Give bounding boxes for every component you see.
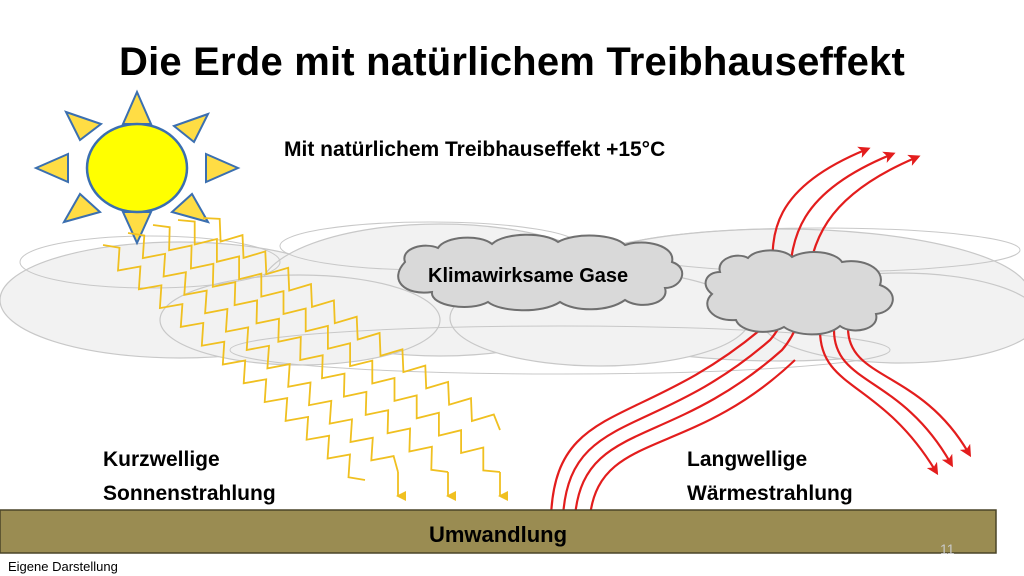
longwave-label-line: Langwellige <box>687 448 808 471</box>
longwave-ray-reflected <box>818 329 939 476</box>
sun-icon <box>33 89 241 246</box>
sun-ray <box>121 89 153 125</box>
longwave-label-line: Wärmestrahlung <box>687 482 853 505</box>
longwave-radiation <box>549 146 972 517</box>
slide-number: 11 <box>940 541 955 557</box>
sun-disc <box>85 122 189 214</box>
sun-ray <box>61 192 103 224</box>
longwave-ray <box>573 154 921 517</box>
greenhouse-gas-cloud-right <box>704 249 894 336</box>
sun-ray <box>33 152 69 184</box>
longwave-ray <box>588 359 796 517</box>
shortwave-ray <box>177 219 501 473</box>
greenhouse-gas-cloud-left <box>397 233 684 312</box>
sun-ray <box>169 192 211 224</box>
greenhouse-gas-label: Klimawirksame Gase <box>428 265 629 287</box>
sun-ray <box>64 110 104 142</box>
shortwave-ray <box>102 244 366 481</box>
source-note: Eigene Darstellung <box>8 559 118 574</box>
longwave-ray <box>561 151 896 517</box>
shortwave-ray <box>152 224 449 473</box>
shortwave-ray <box>127 232 399 473</box>
shortwave-radiation <box>102 217 508 501</box>
subtitle-temperature: Mit natürlichem Treibhauseffekt +15°C <box>284 138 666 161</box>
longwave-ray-reflected <box>846 327 972 458</box>
ground-bar <box>0 509 997 554</box>
longwave-label: Langwellige Wärmestrahlung <box>687 443 853 511</box>
shortwave-ray <box>202 217 501 431</box>
longwave-ray-reflected <box>832 329 953 468</box>
shortwave-label-line: Sonnenstrahlung <box>103 482 276 505</box>
shortwave-label-line: Kurzwellige <box>103 448 220 471</box>
sun-ray <box>205 152 241 184</box>
slide-title: Die Erde mit natürlichem Treibhauseffekt <box>119 40 905 84</box>
shortwave-label: Kurzwellige Sonnenstrahlung <box>103 443 276 511</box>
ground-label: Umwandlung <box>428 522 568 547</box>
sun-ray <box>121 211 153 246</box>
sun-ray <box>171 112 211 144</box>
